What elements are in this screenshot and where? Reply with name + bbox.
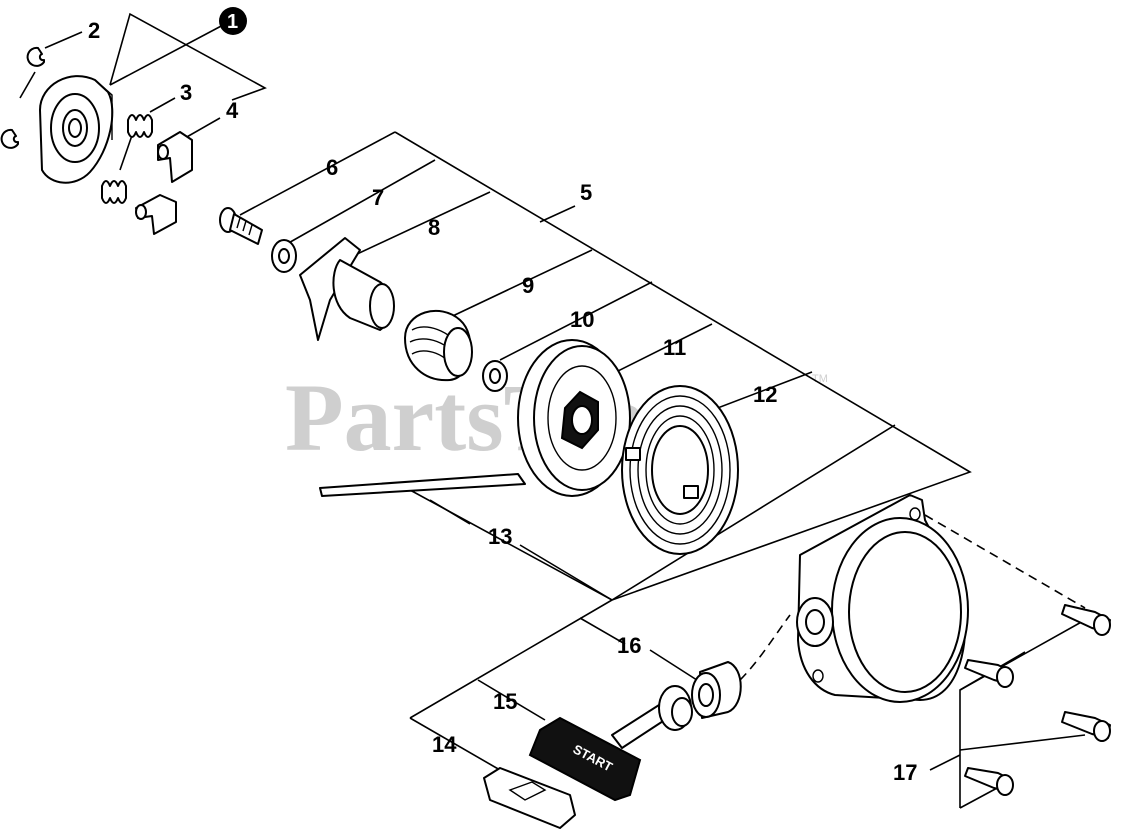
part-center-screw	[219, 207, 263, 245]
dash-screw-path	[924, 514, 1086, 609]
callout-8: 8	[428, 215, 440, 240]
leader-16a	[579, 617, 626, 645]
leader-13b	[429, 499, 471, 525]
part-spring-b	[101, 180, 127, 204]
dash-bushing-path	[739, 614, 791, 681]
part-e-ring-top	[26, 46, 45, 67]
part-washer	[271, 239, 297, 273]
leader-10	[499, 281, 653, 361]
part-screw-b	[964, 659, 1014, 688]
watermark-tm: TM	[812, 373, 828, 385]
leader-14	[409, 717, 501, 771]
leader-13	[519, 544, 613, 601]
leader-14-frame	[409, 424, 896, 719]
leader-lines	[19, 12, 1086, 809]
callout-5: 5	[580, 180, 592, 205]
leader-6-base	[239, 131, 396, 216]
part-coil-spring	[404, 310, 473, 382]
leader-15	[477, 679, 546, 721]
callout-4: 4	[226, 98, 239, 123]
callout-badge-1: 1	[219, 7, 247, 35]
leader-4	[184, 117, 221, 139]
part-pawl-a	[157, 131, 193, 183]
part-small-washer	[482, 360, 508, 392]
leader-5-frame	[394, 131, 972, 601]
callout-7: 7	[372, 185, 384, 210]
leader-2b	[19, 71, 36, 99]
leader-16b	[649, 649, 701, 683]
leader-17a	[959, 619, 1086, 691]
part-recoil-spring	[621, 385, 739, 555]
callout-labels: 2 3 4 5 6 7 8 9 10 11 12 13 14 15 16 17	[88, 18, 917, 785]
badge-label: 1	[227, 11, 238, 33]
callout-13: 13	[488, 524, 512, 549]
callout-16: 16	[617, 633, 641, 658]
leader-17b	[959, 734, 1086, 751]
part-rope-reel	[319, 339, 631, 497]
leader-17c	[929, 754, 961, 771]
leader-2a	[44, 31, 83, 49]
callout-2: 2	[88, 18, 100, 43]
callout-11: 11	[663, 335, 686, 360]
callout-15: 15	[493, 689, 517, 714]
callout-12: 12	[753, 382, 777, 407]
part-start-handle: START	[528, 685, 693, 802]
assembly-paths	[739, 514, 1086, 681]
callout-6: 6	[326, 155, 338, 180]
part-handle-cap	[483, 767, 576, 829]
leader-7	[284, 159, 436, 246]
part-spring-a	[127, 114, 153, 138]
callout-10: 10	[570, 307, 594, 332]
part-pawl-b	[135, 194, 177, 235]
leader-1	[109, 23, 226, 86]
part-screw-a	[1061, 604, 1111, 636]
part-screw-c	[1061, 711, 1111, 742]
callout-14: 14	[432, 732, 457, 757]
part-bushing	[691, 661, 742, 719]
part-e-ring-bottom	[0, 128, 19, 149]
part-ratchet	[299, 237, 395, 341]
leader-8	[339, 191, 491, 263]
callout-17: 17	[893, 760, 917, 785]
callout-9: 9	[522, 273, 534, 298]
part-pawl-plate	[39, 75, 114, 184]
leader-3a	[149, 97, 176, 113]
leader-5	[539, 205, 576, 223]
callout-3: 3	[180, 80, 192, 105]
leader-2-3-4	[109, 12, 267, 101]
part-starter-housing	[796, 494, 969, 703]
badge-circle	[219, 7, 247, 35]
leader-9	[439, 249, 593, 323]
part-screw-d	[964, 767, 1014, 796]
